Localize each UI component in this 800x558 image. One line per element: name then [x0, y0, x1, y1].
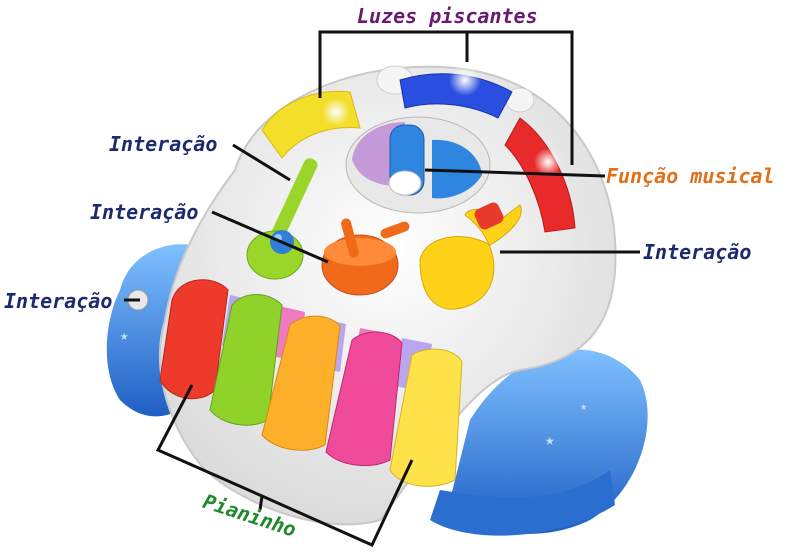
piano-key-pink — [325, 331, 403, 466]
label-interaction-right: Interação — [643, 240, 752, 264]
piano-key-red — [159, 279, 229, 400]
label-lights: Luzes piscantes — [357, 4, 538, 28]
leader-piano — [155, 384, 414, 547]
leader-drum — [211, 210, 329, 264]
horn — [419, 204, 522, 310]
leader-guitar — [232, 143, 291, 182]
piano-key-yellow — [389, 348, 463, 487]
guitar-neck — [270, 158, 318, 242]
drum-stick-2 — [380, 221, 410, 239]
leader-lights — [318, 30, 574, 165]
horn-button — [474, 202, 504, 230]
piano-key-orange — [261, 315, 341, 451]
label-interaction-guitar: Interação — [109, 132, 218, 156]
music-disc-right — [432, 139, 482, 199]
star-deco-3: ★ — [580, 399, 587, 413]
star-deco-2: ★ — [545, 430, 555, 449]
leader-lines — [124, 30, 640, 547]
drum-top — [324, 238, 396, 266]
sparkle-2 — [449, 64, 481, 96]
label-interaction-left: Interação — [4, 289, 113, 313]
leader-music — [424, 168, 606, 178]
label-music: Função musical — [606, 164, 775, 188]
sparkle-3 — [534, 148, 562, 176]
label-interaction-drum: Interação — [90, 200, 199, 224]
drum-stick-1 — [341, 218, 359, 258]
star-deco-1: ★ — [120, 328, 129, 344]
music-selector-tip — [388, 170, 422, 196]
sparkle-1 — [322, 98, 350, 126]
lamp-blue — [399, 73, 513, 119]
blue-rim — [430, 470, 615, 536]
